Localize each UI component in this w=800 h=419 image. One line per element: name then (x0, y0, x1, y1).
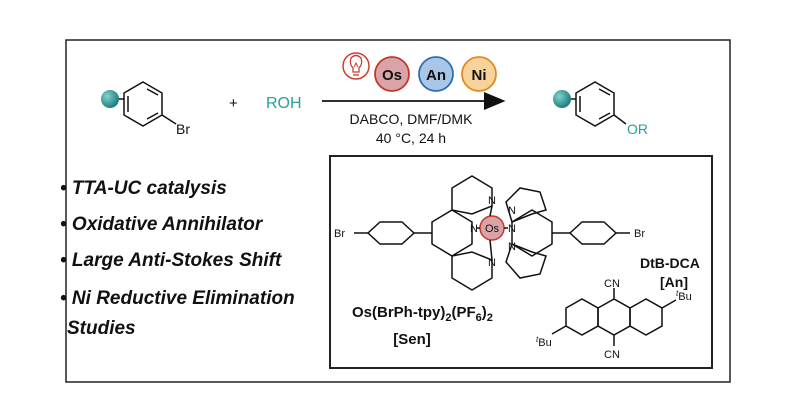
catalyst-os-label: Os (382, 67, 402, 84)
catalyst-box (329, 155, 713, 369)
n-left-upper: N (488, 195, 496, 207)
sensitizer-tag: [Sen] (393, 331, 431, 348)
conditions-line2: 40 °C, 24 h (376, 130, 446, 146)
os-sensitizer-structure: Os N N N Br N N N Br (334, 175, 645, 291)
annihilator-name: DtB-DCA (640, 255, 700, 271)
catalyst-an-label: An (426, 67, 446, 84)
n-right-upper: N (508, 205, 516, 217)
catalyst-an: An (418, 56, 454, 92)
aryl-ether-product: OR (553, 81, 648, 137)
catalyst-os: Os (374, 56, 410, 92)
bullet-studies: Studies (67, 318, 136, 339)
tbu-right: tBu (676, 289, 692, 303)
bullet-oxidative: • Oxidative Annihilator (60, 214, 264, 235)
product-or-label: OR (627, 121, 648, 137)
annihilator-tag: [An] (660, 274, 688, 290)
annihilator-structure (551, 288, 677, 346)
n-right-central: N (508, 223, 516, 235)
bullet-ni-reductive: • Ni Reductive Elimination (60, 288, 295, 309)
bullet-anti-stokes: • Large Anti-Stokes Shift (60, 250, 282, 271)
sensitizer-name: Os(BrPh-tpy)2(PF6)2 (352, 304, 493, 324)
catalyst-ni: Ni (461, 56, 497, 92)
n-right-lower: N (508, 241, 516, 253)
br-left: Br (334, 228, 345, 240)
catalyst-ni-label: Ni (472, 67, 487, 84)
bullet-tta-uc: • TTA-UC catalysis (60, 178, 227, 199)
cn-bottom: CN (604, 349, 620, 361)
n-left-lower: N (488, 257, 496, 269)
br-right: Br (634, 228, 645, 240)
os-center-label: Os (485, 223, 500, 235)
plus-sign: + (229, 95, 238, 112)
aryl-bromide: Br (101, 81, 190, 137)
n-left-central: N (470, 223, 478, 235)
cn-top: CN (604, 278, 620, 290)
roh-reagent: ROH (266, 95, 302, 112)
outer-frame (65, 39, 731, 383)
light-bulb-icon (342, 52, 370, 80)
aryl-br-label: Br (176, 121, 190, 137)
conditions-line1: DABCO, DMF/DMK (350, 111, 474, 127)
teal-sphere-icon (101, 90, 119, 108)
teal-sphere-icon-product (553, 90, 571, 108)
tbu-left: tBu (536, 335, 552, 349)
